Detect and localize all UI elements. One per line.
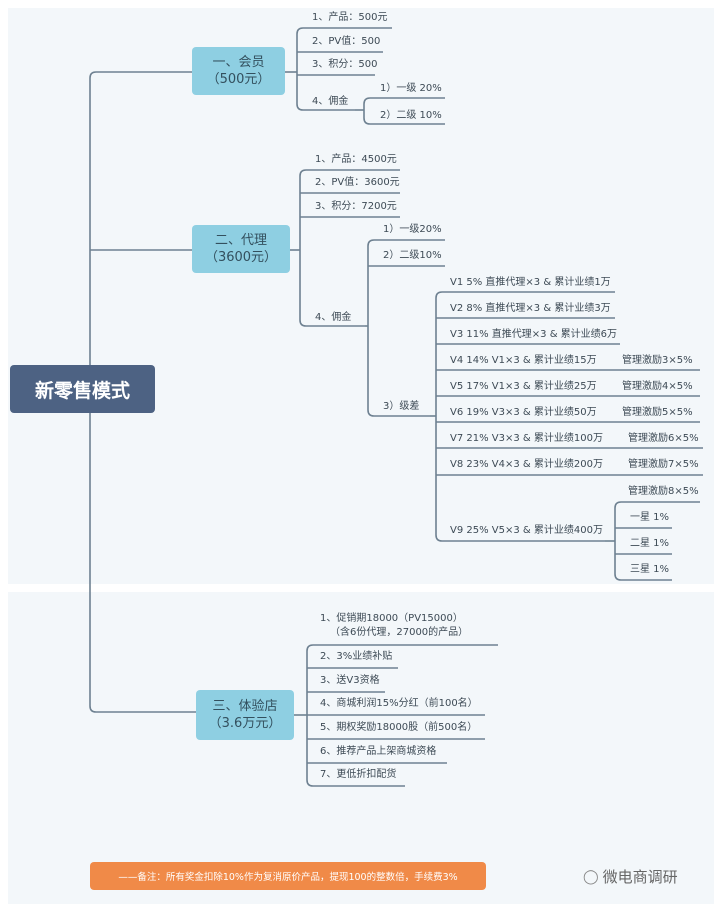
list-item: 1）一级 20%: [380, 83, 442, 94]
level-item: V5 17% V1×3 & 累计业绩25万: [450, 381, 597, 392]
node-subtitle: （500元）: [206, 72, 271, 87]
management-item: 管理激励6×5%: [628, 433, 699, 444]
level-item: V8 23% V4×3 & 累计业绩200万: [450, 459, 603, 470]
root-node[interactable]: 新零售模式: [10, 365, 155, 413]
management-item: 管理激励7×5%: [628, 459, 699, 470]
management-item: 管理激励3×5%: [622, 355, 693, 366]
list-item: 2、3%业绩补贴: [320, 651, 393, 662]
list-item: （含6份代理，27000的产品）: [330, 627, 469, 638]
list-item: 4、商城利润15%分红（前100名）: [320, 698, 478, 709]
list-item: 5、期权奖励18000股（前500名）: [320, 722, 478, 733]
note-text: ——备注：所有奖金扣除10%作为复消原价产品，提现100的整数倍，手续费3%: [118, 872, 458, 883]
list-item: 2、PV值：3600元: [315, 177, 400, 188]
list-item: 6、推荐产品上架商城资格: [320, 746, 437, 757]
management-item: 管理激励4×5%: [622, 381, 693, 392]
list-item: 3、积分：7200元: [315, 201, 397, 212]
star-item: 二星 1%: [630, 538, 670, 549]
list-item: 1、产品：4500元: [315, 154, 397, 165]
management-item: 管理激励5×5%: [622, 407, 693, 418]
list-item: 3）级差: [383, 401, 420, 412]
list-item: 3、积分：500: [312, 59, 378, 70]
node-subtitle: （3.6万元）: [208, 716, 282, 731]
list-item: 2）二级10%: [383, 250, 442, 261]
level-item: V6 19% V3×3 & 累计业绩50万: [450, 407, 597, 418]
node-experience-store[interactable]: 三、体验店 （3.6万元）: [196, 690, 294, 740]
list-item: 1、产品：500元: [312, 12, 388, 23]
list-item: 7、更低折扣配货: [320, 769, 397, 780]
list-item: 1、促销期18000（PV15000）: [320, 613, 463, 624]
list-item: 3、送V3资格: [320, 675, 380, 686]
wechat-icon: ◯: [583, 868, 599, 885]
node-title: 三、体验店: [212, 699, 278, 714]
watermark: ◯ 微电商调研: [583, 866, 678, 887]
list-item: 4、佣金: [315, 312, 352, 323]
watermark-text: 微电商调研: [602, 868, 678, 886]
list-item: 2、PV值：500: [312, 36, 381, 47]
node-member[interactable]: 一、会员 （500元）: [192, 47, 285, 95]
node-title: 二、代理: [214, 233, 267, 248]
node-title: 一、会员: [212, 55, 265, 70]
level-item: V1 5% 直推代理×3 & 累计业绩1万: [450, 277, 611, 288]
level-item: V9 25% V5×3 & 累计业绩400万: [450, 525, 603, 536]
root-label: 新零售模式: [34, 379, 130, 402]
node-subtitle: （3600元）: [204, 250, 278, 265]
level-item: V2 8% 直推代理×3 & 累计业绩3万: [450, 303, 611, 314]
star-item: 一星 1%: [630, 512, 670, 523]
note-banner: ——备注：所有奖金扣除10%作为复消原价产品，提现100的整数倍，手续费3%: [90, 862, 486, 890]
level-item: V3 11% 直推代理×3 & 累计业绩6万: [450, 329, 618, 340]
level-item: V4 14% V1×3 & 累计业绩15万: [450, 355, 597, 366]
star-item: 三星 1%: [630, 564, 670, 575]
list-item: 4、佣金: [312, 96, 349, 107]
management-item: 管理激励8×5%: [628, 486, 699, 497]
node-agent[interactable]: 二、代理 （3600元）: [192, 225, 290, 273]
list-item: 1）一级20%: [383, 224, 442, 235]
mindmap-panel-top: [8, 8, 714, 584]
mindmap-panel-bottom: [8, 592, 714, 904]
list-item: 2）二级 10%: [380, 110, 442, 121]
level-item: V7 21% V3×3 & 累计业绩100万: [450, 433, 603, 444]
